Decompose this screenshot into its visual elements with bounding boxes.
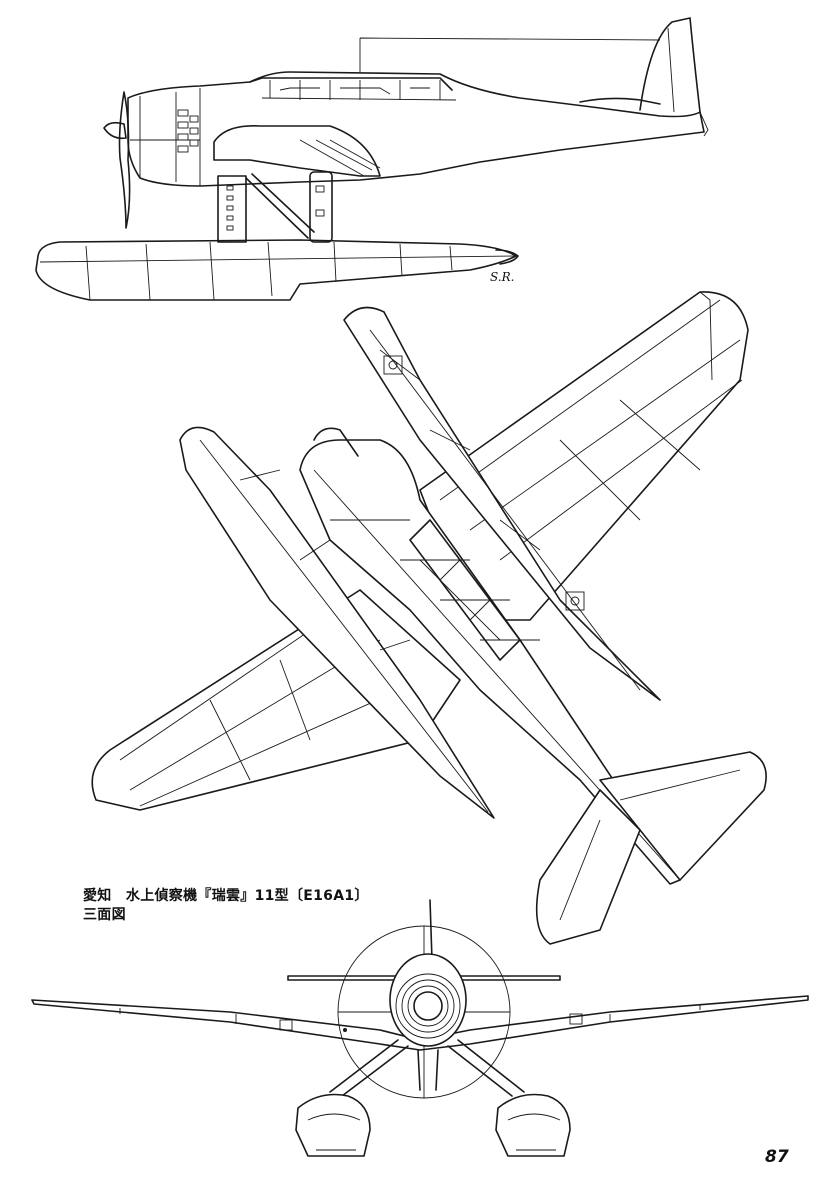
caption-subtitle: 三面図 bbox=[83, 907, 126, 923]
horizontal-tail-front bbox=[287, 975, 561, 981]
fuselage-top bbox=[299, 427, 681, 885]
tailplane-top bbox=[535, 751, 767, 945]
figure-caption: 愛知 水上偵察機『瑞雲』11型〔E16A1〕 三面図 bbox=[83, 887, 369, 925]
float-struts-side bbox=[217, 171, 333, 243]
page-number: 87 bbox=[765, 1147, 789, 1167]
wing-side bbox=[213, 125, 381, 177]
float-right-front bbox=[495, 1093, 571, 1157]
caption-title: 愛知 水上偵察機『瑞雲』11型〔E16A1〕 bbox=[83, 888, 369, 904]
float-top-upper bbox=[343, 306, 661, 701]
float-left-front bbox=[295, 1093, 371, 1157]
float-top-lower bbox=[179, 426, 495, 819]
fuselage-front bbox=[343, 899, 467, 1047]
fuselage-side bbox=[127, 17, 709, 187]
artist-signature: S.R. bbox=[490, 270, 515, 284]
float-side bbox=[35, 239, 519, 301]
float-struts-front bbox=[329, 1039, 525, 1097]
wing-front bbox=[31, 995, 809, 1051]
